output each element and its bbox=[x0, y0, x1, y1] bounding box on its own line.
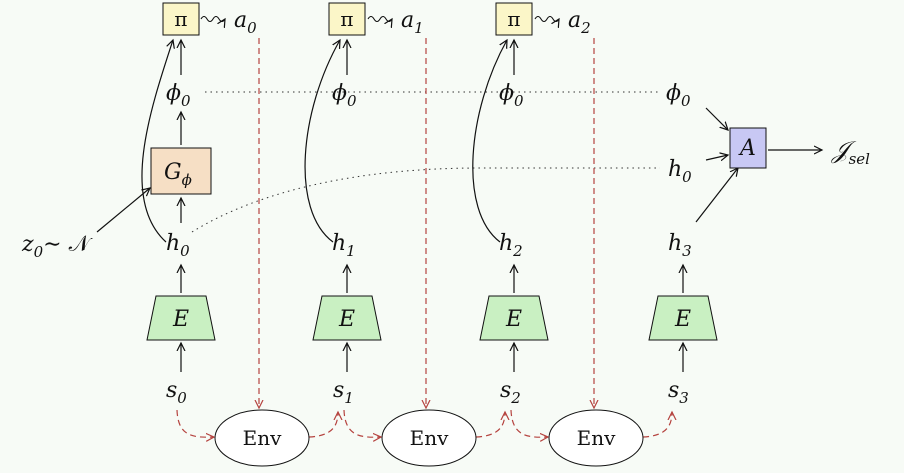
env-node-2: Env bbox=[381, 409, 477, 467]
aggregator-node: A bbox=[729, 127, 767, 169]
noise-input-label: z0∼ 𝒩 bbox=[21, 232, 93, 261]
state-label-0: s0 bbox=[166, 378, 187, 407]
generator-label: Gϕ bbox=[164, 160, 192, 189]
h-label-2: h2 bbox=[499, 231, 523, 260]
h-label-0: h0 bbox=[166, 231, 190, 260]
edge-h3-to-aggregator bbox=[695, 168, 738, 223]
policy-node-1: π bbox=[328, 2, 366, 36]
state-label-2: s2 bbox=[500, 378, 521, 407]
encoder-label-2: E bbox=[505, 307, 522, 332]
env-node-1: Env bbox=[214, 409, 310, 467]
edge-h1-curve-to-policy1 bbox=[304, 40, 340, 243]
policy-node-0: π bbox=[162, 2, 200, 36]
encoder-node-1: E bbox=[312, 295, 382, 341]
encoder-node-2: E bbox=[479, 295, 549, 341]
h-label-3: h3 bbox=[668, 231, 692, 260]
edge-h0-to-aggregator bbox=[705, 155, 728, 160]
env-label-1: Env bbox=[243, 426, 282, 450]
encoder-node-0: E bbox=[146, 295, 216, 341]
env-label-3: Env bbox=[577, 426, 616, 450]
encoder-label-3: E bbox=[674, 307, 691, 332]
edge-s2-to-env3 bbox=[510, 409, 548, 437]
policy-label-0: π bbox=[174, 7, 187, 31]
state-label-1: s1 bbox=[333, 378, 354, 407]
action-a0: a0 bbox=[234, 8, 257, 37]
action-a2: a2 bbox=[568, 8, 591, 37]
edge-phi-to-aggregator bbox=[705, 107, 728, 130]
encoder-node-3: E bbox=[648, 295, 718, 341]
edge-env2-to-s2 bbox=[475, 412, 505, 438]
edge-policy2-to-a2 bbox=[534, 15, 559, 22]
h0-dotted-curve bbox=[191, 167, 660, 233]
edge-s1-to-env2 bbox=[343, 409, 381, 437]
generator-node: Gϕ bbox=[150, 147, 212, 195]
policy-label-2: π bbox=[507, 7, 520, 31]
policy-node-2: π bbox=[495, 2, 533, 36]
action-a1: a1 bbox=[401, 8, 424, 37]
edge-h2-curve-to-policy2 bbox=[472, 40, 507, 243]
edge-s0-to-env1 bbox=[176, 409, 214, 437]
h-label-1: h1 bbox=[332, 231, 356, 260]
edge-policy1-to-a1 bbox=[367, 15, 392, 22]
phi-label-2: ϕ0 bbox=[499, 81, 524, 110]
env-node-3: Env bbox=[548, 409, 644, 467]
h-label-aggregator: h0 bbox=[668, 157, 692, 186]
encoder-label-0: E bbox=[172, 307, 189, 332]
edge-h0-curve-to-policy0 bbox=[141, 40, 173, 243]
phi-label-aggregator: ϕ0 bbox=[666, 81, 691, 110]
phi-label-1: ϕ0 bbox=[332, 81, 357, 110]
edge-env3-to-s3 bbox=[642, 412, 672, 438]
edge-noise-to-generator bbox=[96, 188, 150, 233]
aggregator-label: A bbox=[738, 136, 756, 161]
encoder-label-1: E bbox=[338, 307, 355, 332]
state-label-3: s3 bbox=[668, 378, 689, 407]
edge-env1-to-s1 bbox=[308, 412, 338, 438]
edge-policy0-to-a0 bbox=[200, 15, 225, 22]
policy-label-1: π bbox=[340, 7, 353, 31]
env-label-2: Env bbox=[410, 426, 449, 450]
phi-label-0: ϕ0 bbox=[166, 81, 191, 110]
objective-label: 𝒥sel bbox=[831, 136, 870, 168]
